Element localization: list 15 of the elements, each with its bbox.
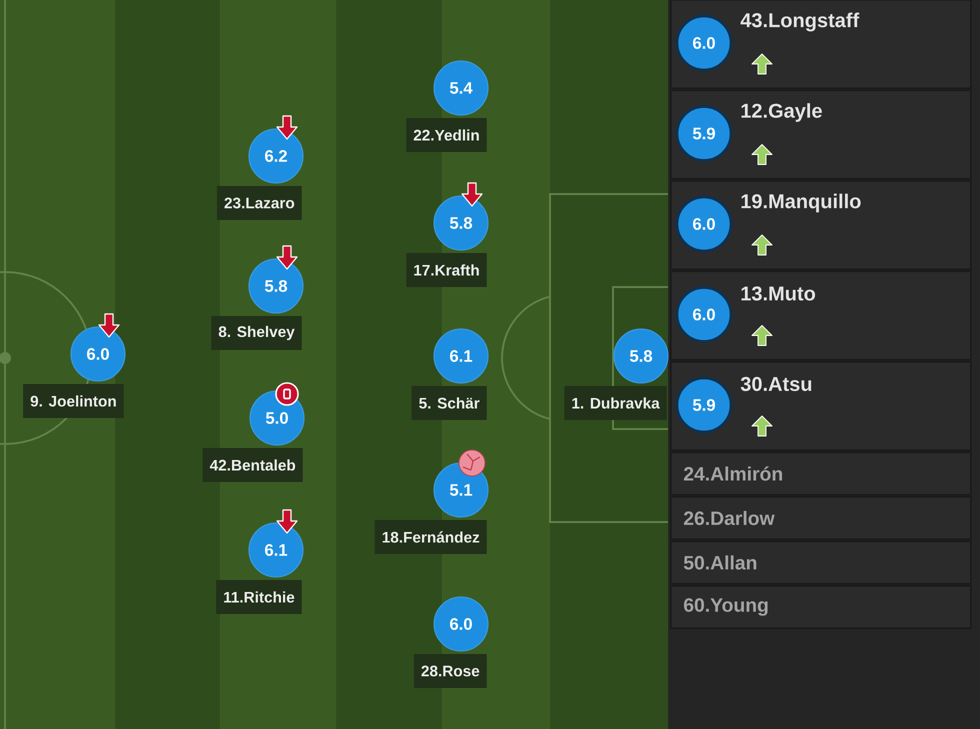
name-tag: 1. Dubravka	[564, 386, 667, 420]
name-tag: 8. Shelvey	[211, 316, 302, 350]
name-tag: 11.Ritchie	[216, 580, 302, 614]
name-tag: 28.Rose	[414, 654, 487, 688]
player-row: 24.Almirón	[670, 452, 972, 496]
name-tag: 9. Joelinton	[23, 384, 124, 418]
name-tag: 5. Schär	[412, 386, 487, 420]
player-row: 50.Allan	[670, 540, 972, 585]
player-row: 26.Darlow	[670, 496, 972, 540]
name-tag: 42.Bentaleb	[202, 448, 303, 482]
name-tag: 22.Yedlin	[406, 118, 487, 152]
name-tag: 18.Fernández	[374, 520, 487, 554]
name-tag: 23.Lazaro	[217, 186, 302, 220]
name-tag: 17.Krafth	[406, 253, 487, 287]
player-row: 60.Young	[670, 585, 972, 630]
